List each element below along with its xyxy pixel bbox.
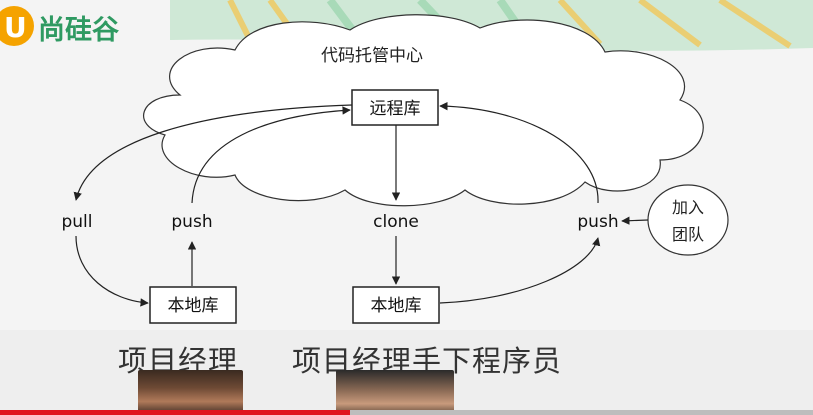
video-progress-track[interactable] [350,410,813,415]
logo-mark-icon [0,6,34,46]
remote-repo-label: 远程库 [370,99,421,119]
brand-logo: U 尚硅谷 [0,6,120,46]
join-team-bubble: 加入 团队 [647,184,729,256]
edge-remote-to-pull [73,104,353,201]
edge-label-pull: pull [61,212,92,232]
local-repo-right-label: 本地库 [371,296,422,316]
logo-text: 尚硅谷 [38,15,120,46]
edge-push-to-remote [191,106,351,204]
edge-bubble-to-push [621,216,649,225]
cloud-label: 代码托管中心 [321,46,423,66]
join-team-line1: 加入 [672,198,704,217]
edge-local-right-to-push [439,237,601,304]
edge-pull-to-local-left [75,235,149,307]
edge-label-clone: clone [373,212,419,232]
logo-mark: U [4,11,27,44]
video-progress-bar[interactable] [0,410,350,415]
local-repo-right-node: 本地库 [352,286,440,324]
presenter-photo-right [336,370,454,415]
edge-label-push-left: push [171,212,212,232]
join-team-line2: 团队 [672,225,704,244]
edge-push-to-remote-right [439,101,599,204]
local-repo-left-label: 本地库 [168,296,219,316]
local-repo-left-node: 本地库 [149,286,237,324]
remote-repo-node: 远程库 [351,89,439,126]
edge-label-push-right: push [577,212,618,232]
presenter-photo-left [138,370,243,415]
